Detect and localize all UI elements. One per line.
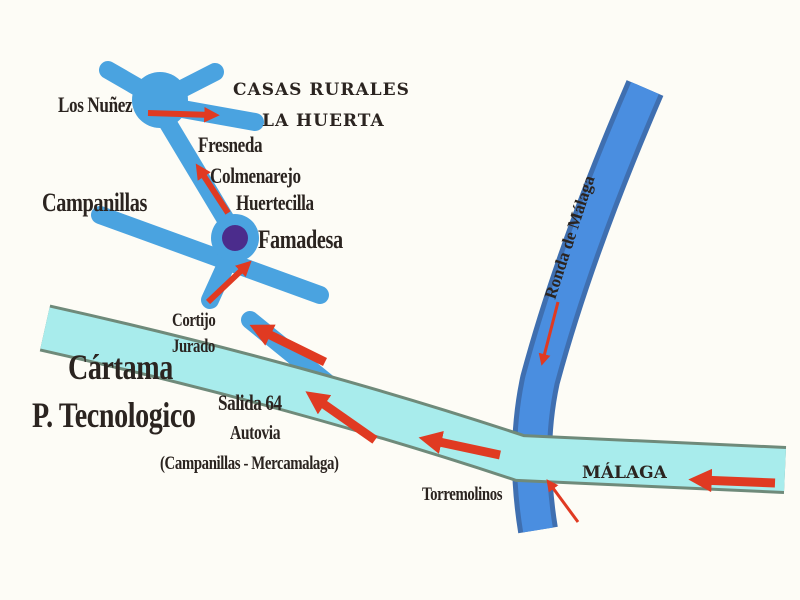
fresneda-label: Fresneda <box>198 132 263 157</box>
autovia-label: Autovia <box>230 422 281 444</box>
arrow-up-left-icon <box>249 324 327 367</box>
salida-64-label: Salida 64 <box>218 390 282 415</box>
arrow-left-icon <box>418 431 501 460</box>
campanillas-mercamalaga-label: (Campanillas - Mercamalaga) <box>160 453 339 474</box>
huertecilla-label: Huertecilla <box>236 190 314 215</box>
colmenarejo-label: Colmenarejo <box>210 163 301 188</box>
arrow-up-right-icon <box>205 260 252 305</box>
p-tecnologico-label: P. Tecnologico <box>32 395 196 435</box>
malaga-label: MÁLAGA <box>582 463 667 483</box>
casas-rurales-label: CASAS RURALES <box>233 80 410 100</box>
cartama-label: Cártama <box>68 347 173 387</box>
los-nunez-roundabout <box>132 72 188 128</box>
arrow-up-left-icon <box>305 391 378 444</box>
route-arrows <box>147 106 776 523</box>
arrow-right-icon <box>147 106 220 123</box>
arrow-left-icon <box>688 468 776 493</box>
los-nunez-label: Los Nuñez <box>58 92 133 117</box>
famadesa-destination-marker <box>222 225 248 251</box>
famadesa-label: Famadesa <box>258 225 343 254</box>
torremolinos-label: Torremolinos <box>422 484 503 505</box>
arrow-up-left-icon <box>195 163 231 215</box>
arrow-up-icon <box>546 479 580 523</box>
la-huerta-label: LA HUERTA <box>262 111 385 131</box>
jurado-label: Jurado <box>172 336 215 357</box>
cortijo-label: Cortijo <box>172 310 216 331</box>
arrow-down-icon <box>538 301 560 366</box>
campanillas-label: Campanillas <box>42 188 148 217</box>
